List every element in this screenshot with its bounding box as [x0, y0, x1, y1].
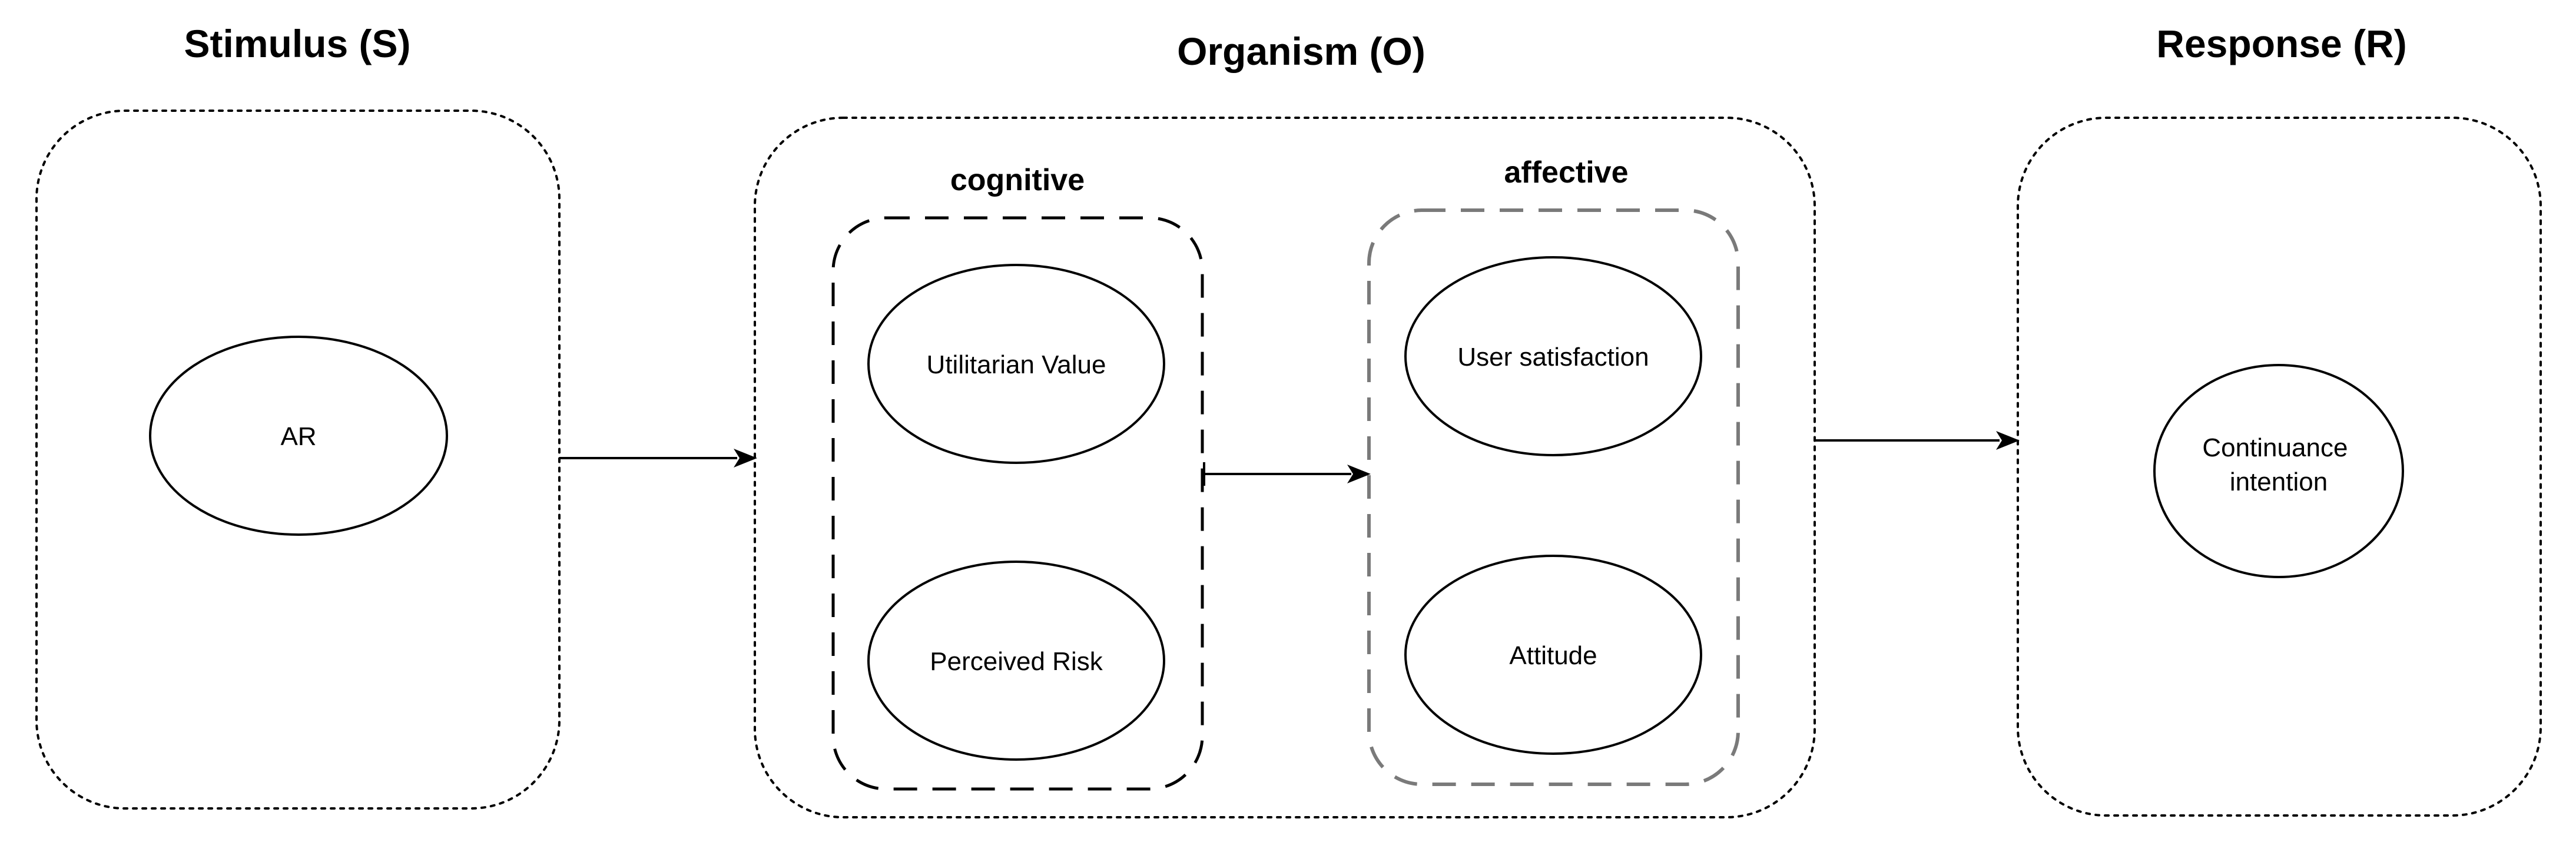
node-ar: AR — [149, 336, 448, 536]
stimulus-box — [35, 110, 561, 810]
affective-label: affective — [1504, 155, 1629, 190]
response-title: Response (R) — [2156, 22, 2406, 65]
continuance-intention-line-1: Continuance — [2202, 433, 2348, 462]
node-user-satisfaction-label: User satisfaction — [1457, 343, 1649, 372]
node-perceived-risk: Perceived Risk — [867, 561, 1165, 761]
node-utilitarian-value-label: Utilitarian Value — [927, 350, 1106, 379]
edge-organism-to-response — [1815, 431, 2020, 450]
cognitive-label: cognitive — [950, 163, 1085, 197]
response-box — [2017, 117, 2542, 817]
node-user-satisfaction: User satisfaction — [1404, 256, 1702, 456]
continuance-intention-line-2: intention — [2230, 468, 2328, 496]
edge-cognitive-to-affective — [1203, 462, 1371, 486]
node-ar-label: AR — [280, 422, 316, 451]
node-continuance-intention-label: Continuance intention — [2202, 433, 2355, 496]
node-attitude: Attitude — [1404, 555, 1702, 755]
cognitive-box — [831, 216, 1204, 791]
node-attitude-label: Attitude — [1509, 641, 1597, 670]
node-continuance-intention: Continuance intention — [2153, 364, 2404, 578]
affective-box — [1367, 208, 1740, 786]
edge-stimulus-to-organism — [559, 449, 757, 468]
node-utilitarian-value: Utilitarian Value — [867, 264, 1165, 464]
organism-title: Organism (O) — [1177, 29, 1425, 73]
node-perceived-risk-label: Perceived Risk — [930, 647, 1103, 676]
stimulus-title: Stimulus (S) — [184, 22, 410, 65]
organism-box — [754, 117, 1816, 818]
